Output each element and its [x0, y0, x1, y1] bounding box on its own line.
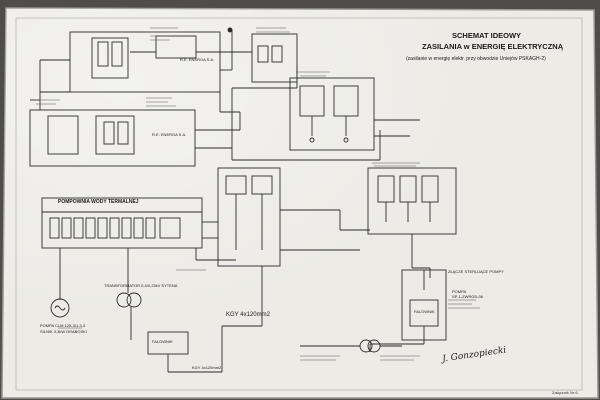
small-label-marks	[36, 27, 480, 361]
switch-panel-right	[367, 167, 457, 278]
pump-motor-symbol	[50, 298, 70, 318]
meter-panel-top	[220, 33, 298, 89]
falownik-label-1: FALOWNIK	[152, 339, 173, 344]
pump-room-label: POMPOWNIA WODY TERMALNEJ	[58, 199, 139, 205]
poster-frame	[15, 17, 583, 391]
pump-label-1: POMPA CLM 125-3/1-3,3	[40, 323, 86, 328]
falownik-box-left	[147, 266, 263, 373]
title-line-1: SCHEMAT IDEOWY	[452, 31, 522, 40]
pump-right-label-2: SP-1-ZWRGD-06	[452, 294, 484, 299]
falownik-label-2: FALOWNIK	[414, 309, 435, 314]
switch-panel-center	[217, 167, 370, 267]
switch-cabinet-top	[289, 77, 420, 151]
title-line-3: (zasilanie w energię elektr. przy obwodz…	[406, 56, 546, 62]
pump-room-panel	[41, 197, 236, 300]
cable-label-1: KGY 4x120mm2	[226, 312, 270, 318]
energa-label-2: R.E. ENERGA S.A.	[152, 132, 187, 137]
attachment-stamp: Załącznik Nr 6	[552, 390, 578, 395]
pump-right-label-1: POMPA	[452, 289, 467, 294]
transformer-bottom	[300, 339, 402, 353]
energa-label-1: R.E. ENERGA S.A.	[180, 57, 215, 62]
cable-label-2: KGY 4x120mm2	[192, 365, 222, 370]
transformer-symbol	[116, 280, 142, 340]
title-line-2: ZASILANIA w ENERGIĘ ELEKTRYCZNĄ	[422, 42, 564, 51]
pump-label-2: SILNIK 3,3kW DRABOSKI	[40, 329, 87, 334]
supply-block-top	[39, 27, 233, 93]
supply-block-middle	[29, 92, 241, 167]
bus-lines	[195, 88, 381, 161]
pump-station-label: ZŁĄCZE STERUJĄCE POMPY	[448, 269, 504, 274]
transformer-label: TRANSFORMATOR 0,4/0,23kV SYTENA	[104, 283, 178, 288]
